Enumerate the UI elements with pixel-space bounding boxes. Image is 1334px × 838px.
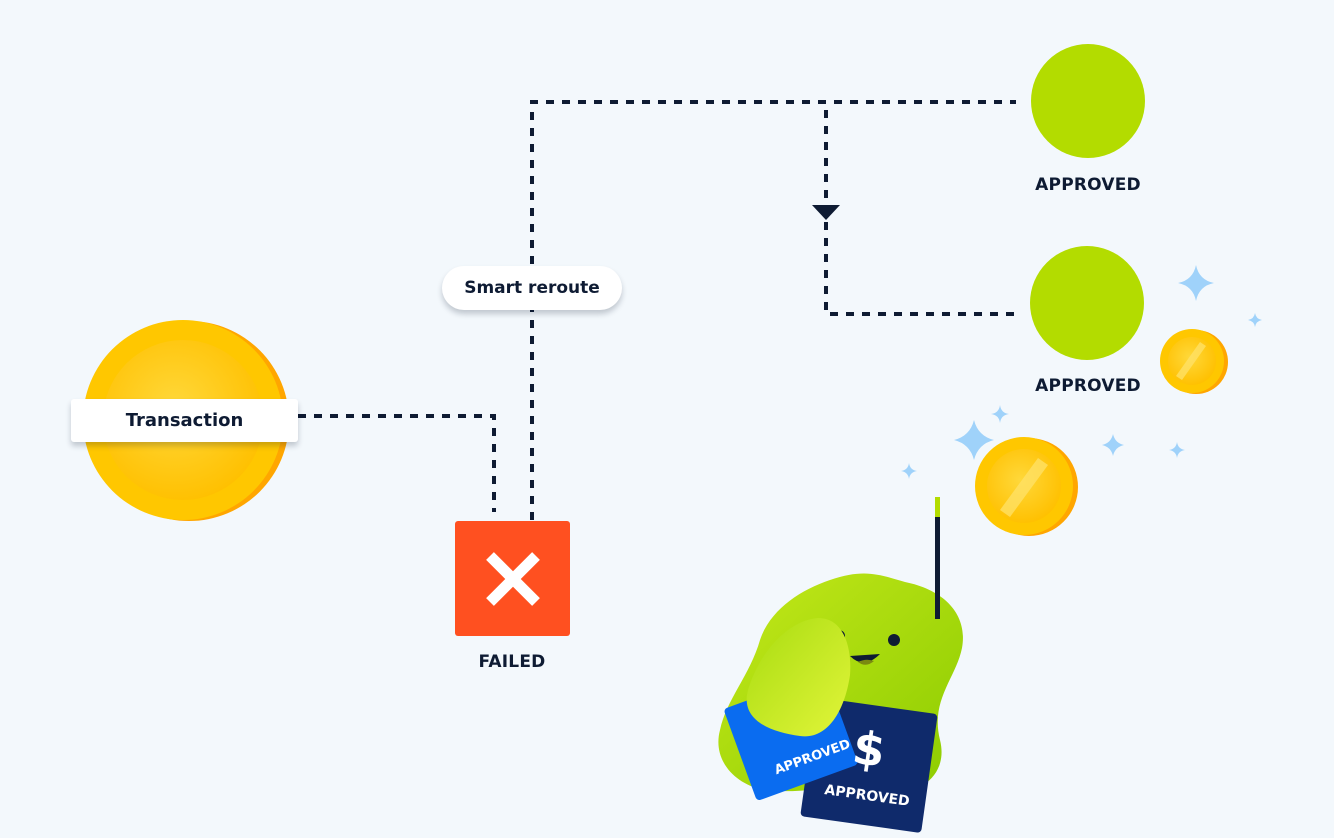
approved-label-middle: APPROVED: [1035, 376, 1141, 396]
mascot-arm: [746, 618, 851, 737]
mascot-eye-right: [888, 634, 900, 646]
coin-icon: [1160, 329, 1228, 394]
sparkle-icon: [1169, 442, 1185, 458]
mascot-mouth: [850, 654, 880, 663]
smart-reroute-label: Smart reroute: [442, 266, 622, 310]
connector-lines: [298, 100, 1016, 520]
connector-reroute-to-approved-middle: [824, 110, 1014, 316]
sparkle-icon: [991, 405, 1009, 423]
sparkle-icon: [1178, 265, 1214, 301]
connector-failed-to-reroute: [530, 100, 1016, 520]
sparkle-icon: [1102, 434, 1124, 456]
mascot-illustration: [718, 497, 963, 833]
connector-transaction-to-failed: [298, 414, 496, 512]
sparkle-icons: [901, 265, 1262, 479]
approved-node-middle: [1030, 246, 1144, 360]
arrow-down-icon: [812, 205, 840, 220]
transaction-label: Transaction: [71, 399, 298, 442]
failed-label: FAILED: [478, 652, 546, 672]
sparkle-icon: [954, 420, 994, 460]
failed-node: [455, 521, 570, 636]
sparkle-icon: [901, 463, 917, 479]
sparkle-icon: [1248, 313, 1262, 327]
wand: [935, 517, 940, 619]
x-mark-icon: [486, 552, 540, 606]
approved-label-top: APPROVED: [1035, 175, 1141, 195]
approved-node-top: [1031, 44, 1145, 158]
coin-icon: [975, 437, 1078, 536]
